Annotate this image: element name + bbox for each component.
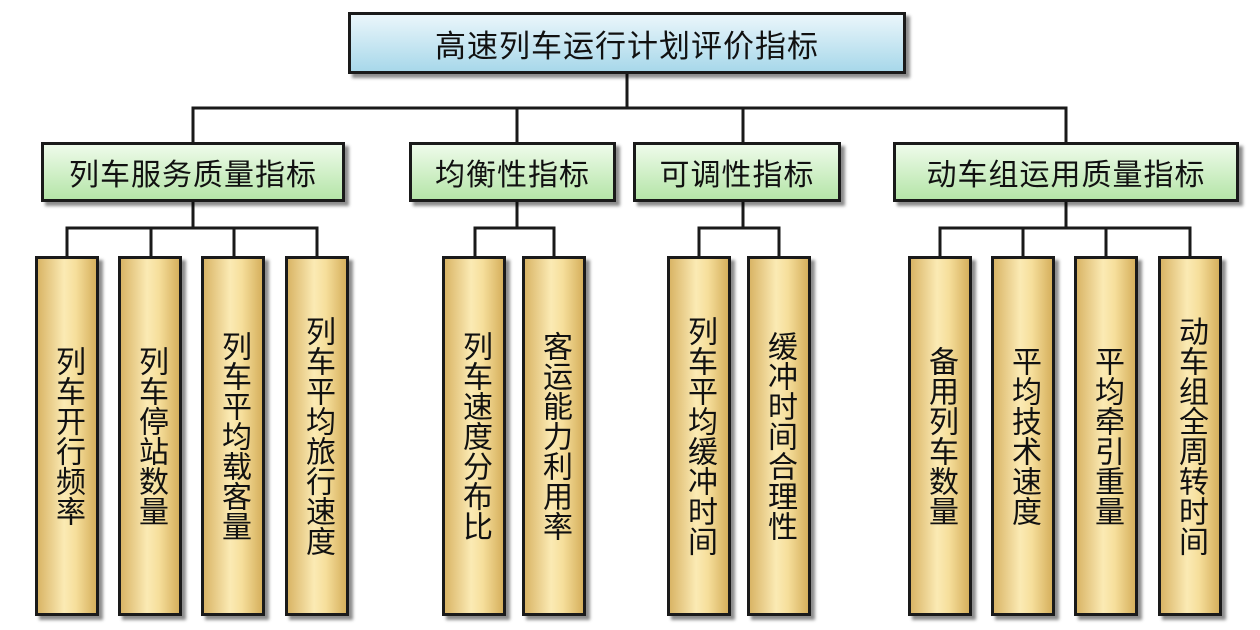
category-node-adjustability: 可调性指标 [633,142,841,202]
leaf-label: 备用列车数量 [923,346,958,526]
leaf-node: 列车开行频率 [35,256,99,616]
leaf-label: 列车平均旅行速度 [300,316,335,556]
leaf-node: 平均牵引重量 [1074,256,1138,616]
leaf-node: 列车平均载客量 [201,256,265,616]
leaf-label: 列车开行频率 [50,346,85,526]
category-node-balance: 均衡性指标 [409,142,616,202]
leaf-node: 备用列车数量 [908,256,972,616]
leaf-label: 列车停站数量 [133,346,168,526]
root-label: 高速列车运行计划评价指标 [435,28,819,65]
category-label: 均衡性指标 [435,158,590,193]
leaf-label: 列车速度分布比 [457,331,492,541]
category-label: 列车服务质量指标 [69,158,317,193]
leaf-label: 动车组全周转时间 [1173,316,1208,556]
category-label: 动车组运用质量指标 [926,158,1206,193]
leaf-label: 平均牵引重量 [1089,346,1124,526]
leaf-node: 平均技术速度 [991,256,1055,616]
leaf-node: 列车停站数量 [118,256,182,616]
leaf-node: 列车平均缓冲时间 [667,256,731,616]
category-node-service-quality: 列车服务质量指标 [41,142,345,202]
category-node-emu-utilization: 动车组运用质量指标 [893,142,1239,202]
leaf-node: 动车组全周转时间 [1158,256,1222,616]
category-label: 可调性指标 [659,158,815,193]
leaf-node: 列车速度分布比 [442,256,506,616]
leaf-label: 列车平均缓冲时间 [682,316,717,556]
leaf-node: 客运能力利用率 [522,256,586,616]
leaf-label: 客运能力利用率 [537,331,572,541]
leaf-label: 列车平均载客量 [216,331,251,541]
leaf-node: 缓冲时间合理性 [747,256,811,616]
leaf-label: 缓冲时间合理性 [762,331,797,541]
root-node: 高速列车运行计划评价指标 [348,12,906,74]
leaf-node: 列车平均旅行速度 [285,256,349,616]
leaf-label: 平均技术速度 [1006,346,1041,526]
